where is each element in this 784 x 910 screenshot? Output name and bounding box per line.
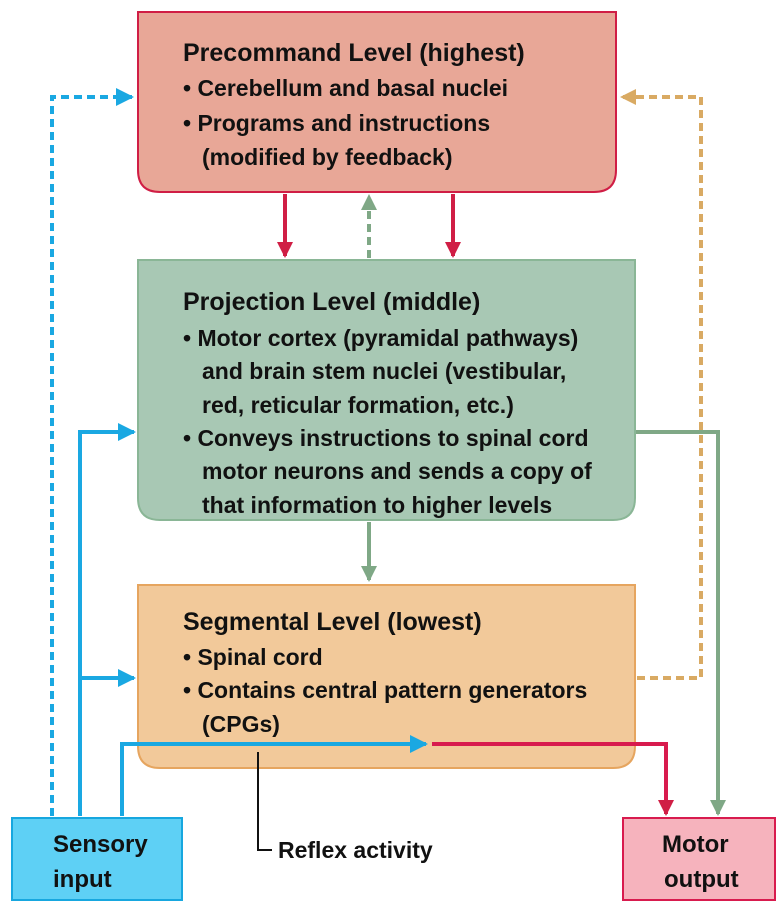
sensory-to-precommand-dashed-arrow — [50, 88, 134, 816]
precommand-title: Precommand Level (highest) — [183, 39, 525, 67]
projection-bullet-1-line-1: • Motor cortex (pyramidal pathways) — [183, 325, 578, 351]
reflex-activity-label: Reflex activity — [278, 837, 433, 863]
projection-bullet-1-line-3: red, reticular formation, etc.) — [202, 392, 514, 418]
precommand-level-box — [137, 11, 617, 193]
projection-title: Projection Level (middle) — [183, 288, 480, 316]
segmental-bullet-2-line-2: (CPGs) — [202, 711, 280, 737]
reflex-leader-line — [257, 752, 272, 851]
projection-to-motor-output-arrow — [636, 430, 726, 816]
segmental-bullet-2-line-1: • Contains central pattern generators — [183, 677, 587, 703]
segmental-to-precommand-dashed-arrow — [620, 89, 703, 680]
sensory-reflex-arrow — [120, 735, 428, 816]
reflex-to-motor-output-arrow — [432, 742, 674, 816]
precommand-bullet-2-line-1: • Programs and instructions — [183, 110, 490, 136]
sensory-input-line-1: Sensory — [53, 831, 148, 858]
motor-output-line-1: Motor — [662, 831, 729, 858]
segmental-title: Segmental Level (lowest) — [183, 608, 482, 636]
segmental-level-box — [137, 584, 636, 769]
projection-level-box — [137, 259, 636, 521]
sensory-input-line-2: input — [53, 866, 112, 893]
projection-bullet-2-line-2: motor neurons and sends a copy of — [202, 458, 592, 484]
precommand-bullet-1: • Cerebellum and basal nuclei — [183, 75, 508, 101]
sensory-input-box — [11, 817, 183, 901]
motor-output-box — [622, 817, 776, 901]
projection-bullet-2-line-1: • Conveys instructions to spinal cord — [183, 425, 589, 451]
segmental-bullet-1: • Spinal cord — [183, 644, 323, 670]
sensory-to-projection-arrow — [78, 423, 136, 816]
precommand-bullet-2-line-2: (modified by feedback) — [202, 144, 452, 170]
projection-bullet-1-line-2: and brain stem nuclei (vestibular, — [202, 358, 566, 384]
motor-output-line-2: output — [664, 866, 739, 893]
projection-bullet-2-line-3: that information to higher levels — [202, 492, 552, 518]
